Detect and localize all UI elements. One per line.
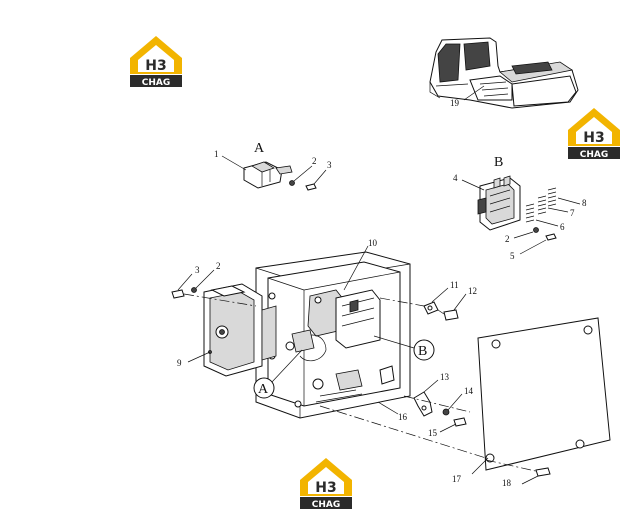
detail-a-relay: A 1 2 3 xyxy=(214,141,332,191)
callout-16: 16 xyxy=(398,412,408,422)
callout-2c: 2 xyxy=(216,261,221,271)
ref-label-b: B xyxy=(418,344,427,359)
ref-label-a: A xyxy=(258,382,269,397)
logo-bottom-text: CHAG xyxy=(312,500,341,510)
callout-3b: 3 xyxy=(195,265,200,275)
callout-9: 9 xyxy=(177,358,182,368)
callout-19: 19 xyxy=(450,98,460,108)
callout-5: 5 xyxy=(510,251,515,261)
brand-logo: H3 CHAG xyxy=(298,456,354,510)
callout-13: 13 xyxy=(440,372,450,382)
callout-8: 8 xyxy=(582,198,587,208)
logo-bottom-text: CHAG xyxy=(580,150,609,160)
callout-7: 7 xyxy=(570,208,575,218)
brand-logo: H3 CHAG xyxy=(566,106,622,160)
view-label-b: B xyxy=(494,155,503,170)
callout-4: 4 xyxy=(453,173,458,183)
excavator-illustration: 19 xyxy=(429,37,579,109)
control-box-assembly: 10 9 3 2 11 12 xyxy=(171,238,611,488)
logo-bottom-text: CHAG xyxy=(142,78,171,88)
callout-14: 14 xyxy=(464,386,474,396)
callout-2b: 2 xyxy=(505,234,510,244)
logo-top-text: H3 xyxy=(315,480,336,496)
logo-top-text: H3 xyxy=(583,130,604,146)
callout-6: 6 xyxy=(560,222,565,232)
callout-11: 11 xyxy=(450,280,459,290)
callout-2: 2 xyxy=(312,156,317,166)
callout-15: 15 xyxy=(428,428,438,438)
callout-10: 10 xyxy=(368,238,378,248)
detail-b-fuse-block: B 4 8 7 6 2 5 xyxy=(453,155,587,261)
callout-1: 1 xyxy=(214,149,219,159)
brand-logo: H3 CHAG xyxy=(128,34,184,88)
view-label-a: A xyxy=(254,141,265,156)
callout-3: 3 xyxy=(327,160,332,170)
callout-12: 12 xyxy=(468,286,477,296)
callout-18: 18 xyxy=(502,478,512,488)
callout-17: 17 xyxy=(452,474,462,484)
logo-top-text: H3 xyxy=(145,58,166,74)
